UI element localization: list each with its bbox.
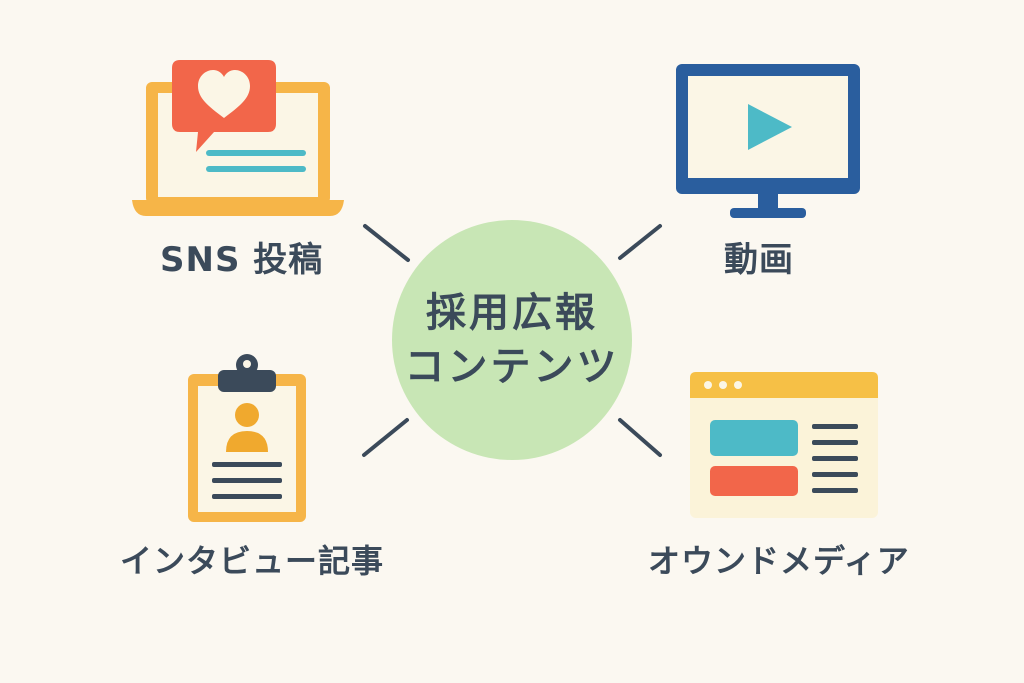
- connector-interview: [362, 418, 409, 457]
- browser-line-4: [812, 472, 858, 477]
- monitor-stand: [730, 208, 806, 218]
- browser-red-block: [710, 466, 798, 496]
- heart-icon: [198, 70, 250, 118]
- browser-title-bar: [690, 372, 878, 398]
- video-label: 動画: [724, 240, 794, 280]
- clipboard-clip: [218, 370, 276, 392]
- play-icon: [748, 104, 792, 150]
- laptop-line-2: [206, 166, 306, 172]
- center-title-line-1: 採用広報: [426, 290, 598, 336]
- clipboard-line-1: [212, 462, 282, 467]
- profile-head-icon: [235, 403, 259, 427]
- profile-body-icon: [226, 431, 268, 452]
- clipboard-clip-hole: [243, 360, 251, 368]
- browser-dot-1: [704, 381, 712, 389]
- connector-sns: [363, 224, 410, 262]
- monitor-play-icon: [676, 64, 860, 218]
- browser-dot-2: [719, 381, 727, 389]
- center-node: 採用広報 コンテンツ: [392, 220, 632, 460]
- browser-window-icon: [690, 372, 878, 518]
- interview-label: インタビュー記事: [120, 542, 385, 580]
- browser-line-5: [812, 488, 858, 493]
- clipboard-profile-icon: [188, 354, 306, 522]
- browser-teal-block: [710, 420, 798, 456]
- browser-line-1: [812, 424, 858, 429]
- sns-label: SNS 投稿: [160, 240, 324, 280]
- center-title-line-2: コンテンツ: [404, 344, 620, 390]
- connectors: [362, 224, 662, 457]
- clipboard-line-3: [212, 494, 282, 499]
- browser-dot-3: [734, 381, 742, 389]
- browser-line-3: [812, 456, 858, 461]
- owned-media-label: オウンドメディア: [648, 542, 910, 580]
- browser-line-2: [812, 440, 858, 445]
- laptop-base: [132, 200, 344, 216]
- monitor-neck: [758, 194, 778, 210]
- connector-owned-media: [618, 418, 662, 457]
- laptop-heart-icon: [132, 60, 344, 216]
- connector-video: [618, 224, 662, 260]
- laptop-line-1: [206, 150, 306, 156]
- clipboard-line-2: [212, 478, 282, 483]
